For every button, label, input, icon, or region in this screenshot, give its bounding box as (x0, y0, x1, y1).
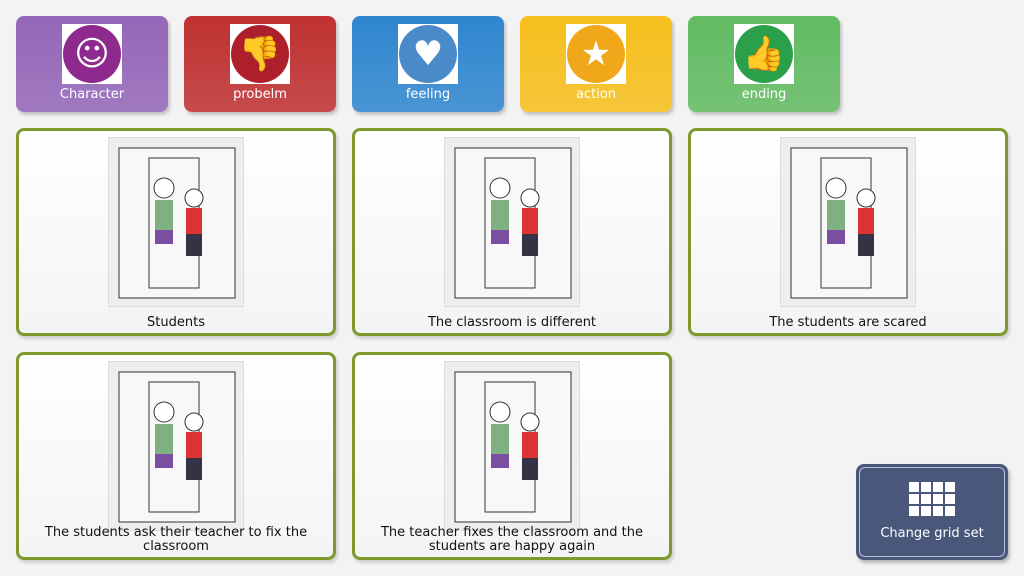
story-illustration (444, 361, 580, 531)
change-grid-set-label: Change grid set (880, 526, 984, 541)
story-card-text: Students (147, 315, 205, 330)
category-button-probelm[interactable]: 👎 probelm (184, 16, 336, 112)
story-card[interactable]: The teacher fixes the classroom and the … (352, 352, 672, 560)
category-label: probelm (233, 87, 287, 102)
story-card-text: The classroom is different (427, 315, 597, 330)
category-label: feeling (405, 87, 451, 102)
grid-icon (909, 482, 955, 516)
story-card[interactable]: The students are scared (688, 128, 1008, 336)
story-card-text: The teacher fixes the classroom and the … (380, 525, 644, 554)
category-label: Character (59, 87, 125, 102)
heart-drop-icon: ♥ (399, 25, 457, 83)
story-card[interactable]: The classroom is different (352, 128, 672, 336)
story-card[interactable]: The students ask their teacher to fix th… (16, 352, 336, 560)
category-button-feeling[interactable]: ♥ feeling (352, 16, 504, 112)
story-card-text: The students ask their teacher to fix th… (44, 525, 308, 554)
category-button-action[interactable]: ★ action (520, 16, 672, 112)
thumbs-down-icon: 👎 (231, 25, 289, 83)
story-illustration (108, 361, 244, 531)
change-grid-set-button[interactable]: Change grid set (856, 464, 1008, 560)
thumbs-up-icon: 👍 (735, 25, 793, 83)
category-button-character[interactable]: ☺ Character (16, 16, 168, 112)
story-card-text: The students are scared (769, 315, 927, 330)
person-icon: ☺ (63, 25, 121, 83)
category-label: ending (741, 87, 787, 102)
category-label: action (575, 87, 616, 102)
story-illustration (444, 137, 580, 307)
category-button-ending[interactable]: 👍 ending (688, 16, 840, 112)
story-illustration (780, 137, 916, 307)
story-card[interactable]: Students (16, 128, 336, 336)
story-illustration (108, 137, 244, 307)
star-icon: ★ (567, 25, 625, 83)
